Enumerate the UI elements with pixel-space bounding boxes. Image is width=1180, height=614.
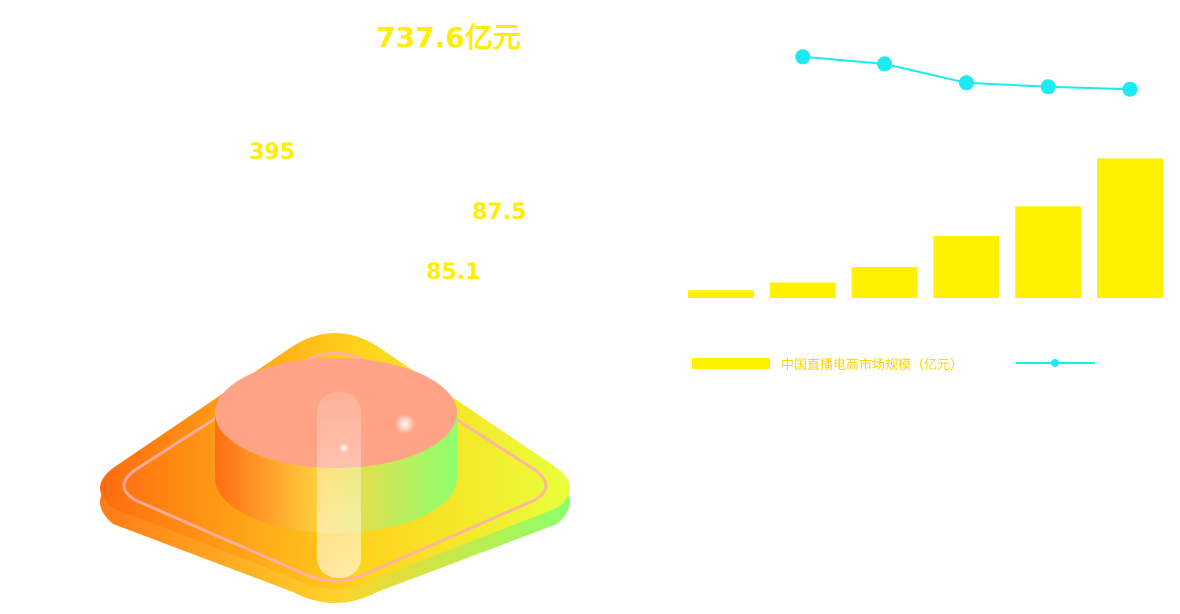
bar-1 (688, 290, 754, 298)
line-point-4 (1040, 79, 1056, 95)
bar-4 (933, 236, 1000, 298)
bar-3 (851, 267, 918, 298)
pedestal-illustration (100, 333, 570, 603)
legend-label-bar-series: 中国直播电商市场规模（亿元） (781, 357, 963, 373)
value-label-85-1: 85.1 (426, 260, 481, 285)
bar-6 (1097, 158, 1163, 298)
bar-5 (1015, 206, 1082, 298)
cylinder (215, 358, 457, 578)
bar-2 (769, 282, 836, 298)
headline-value: 737.6亿元 (376, 21, 521, 54)
legend-line-marker (1051, 359, 1059, 367)
value-label-87-5: 87.5 (472, 200, 527, 225)
legend-bar-swatch (692, 358, 770, 369)
line-point-3 (958, 75, 974, 91)
line-point-5 (1122, 81, 1138, 97)
line-point-1 (795, 49, 811, 65)
value-label-395: 395 (249, 140, 295, 165)
line-point-2 (877, 56, 893, 72)
